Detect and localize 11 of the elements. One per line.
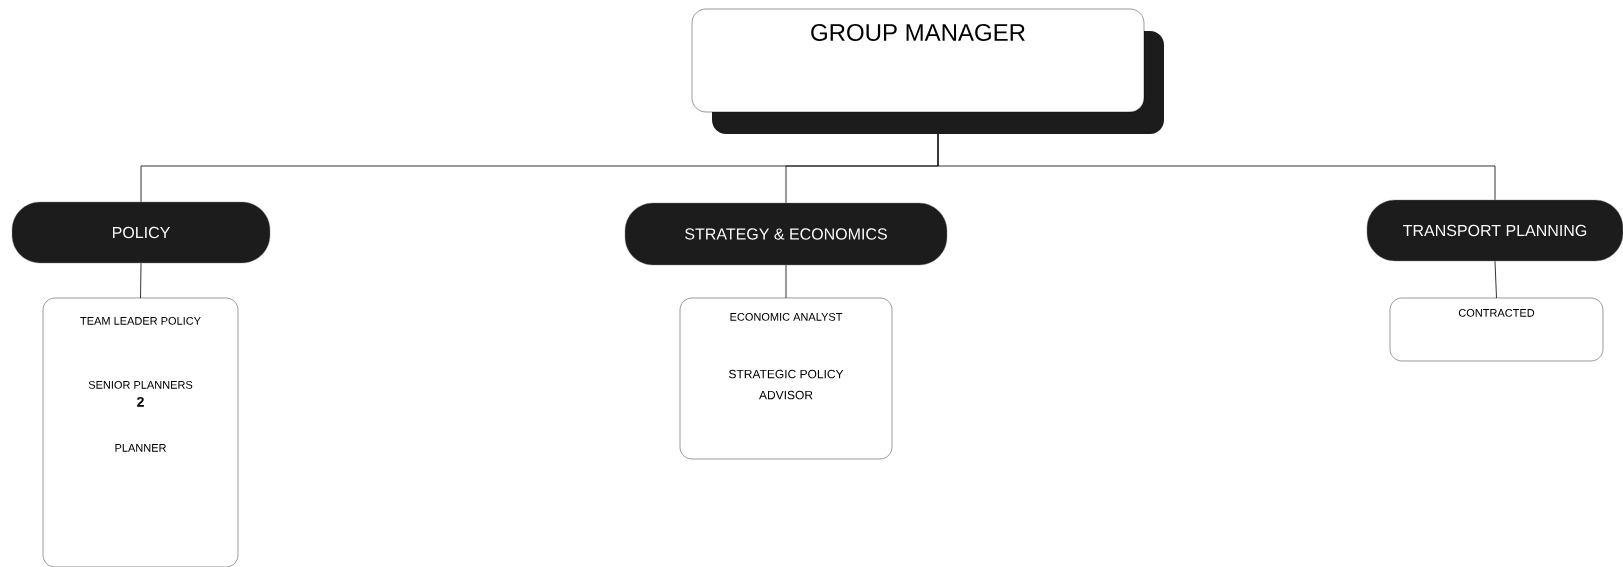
connector-line: [1494, 260, 1497, 299]
connector-line: [785, 264, 787, 299]
connector-line: [140, 262, 142, 299]
department-pill: STRATEGY & ECONOMICS: [624, 202, 948, 266]
role-box: TEAM LEADER POLICY SENIOR PLANNERS 2 PLANNER: [42, 297, 239, 567]
manager-box: GROUP MANAGER: [691, 8, 1164, 134]
department-pill: POLICY: [11, 201, 271, 264]
role-box: CONTRACTED: [1389, 297, 1604, 362]
department-pill: TRANSPORT PLANNING: [1366, 199, 1623, 262]
connector-line: [937, 133, 1496, 201]
role-box: ECONOMIC ANALYST STRATEGIC POLICY ADVISOR: [679, 297, 893, 460]
